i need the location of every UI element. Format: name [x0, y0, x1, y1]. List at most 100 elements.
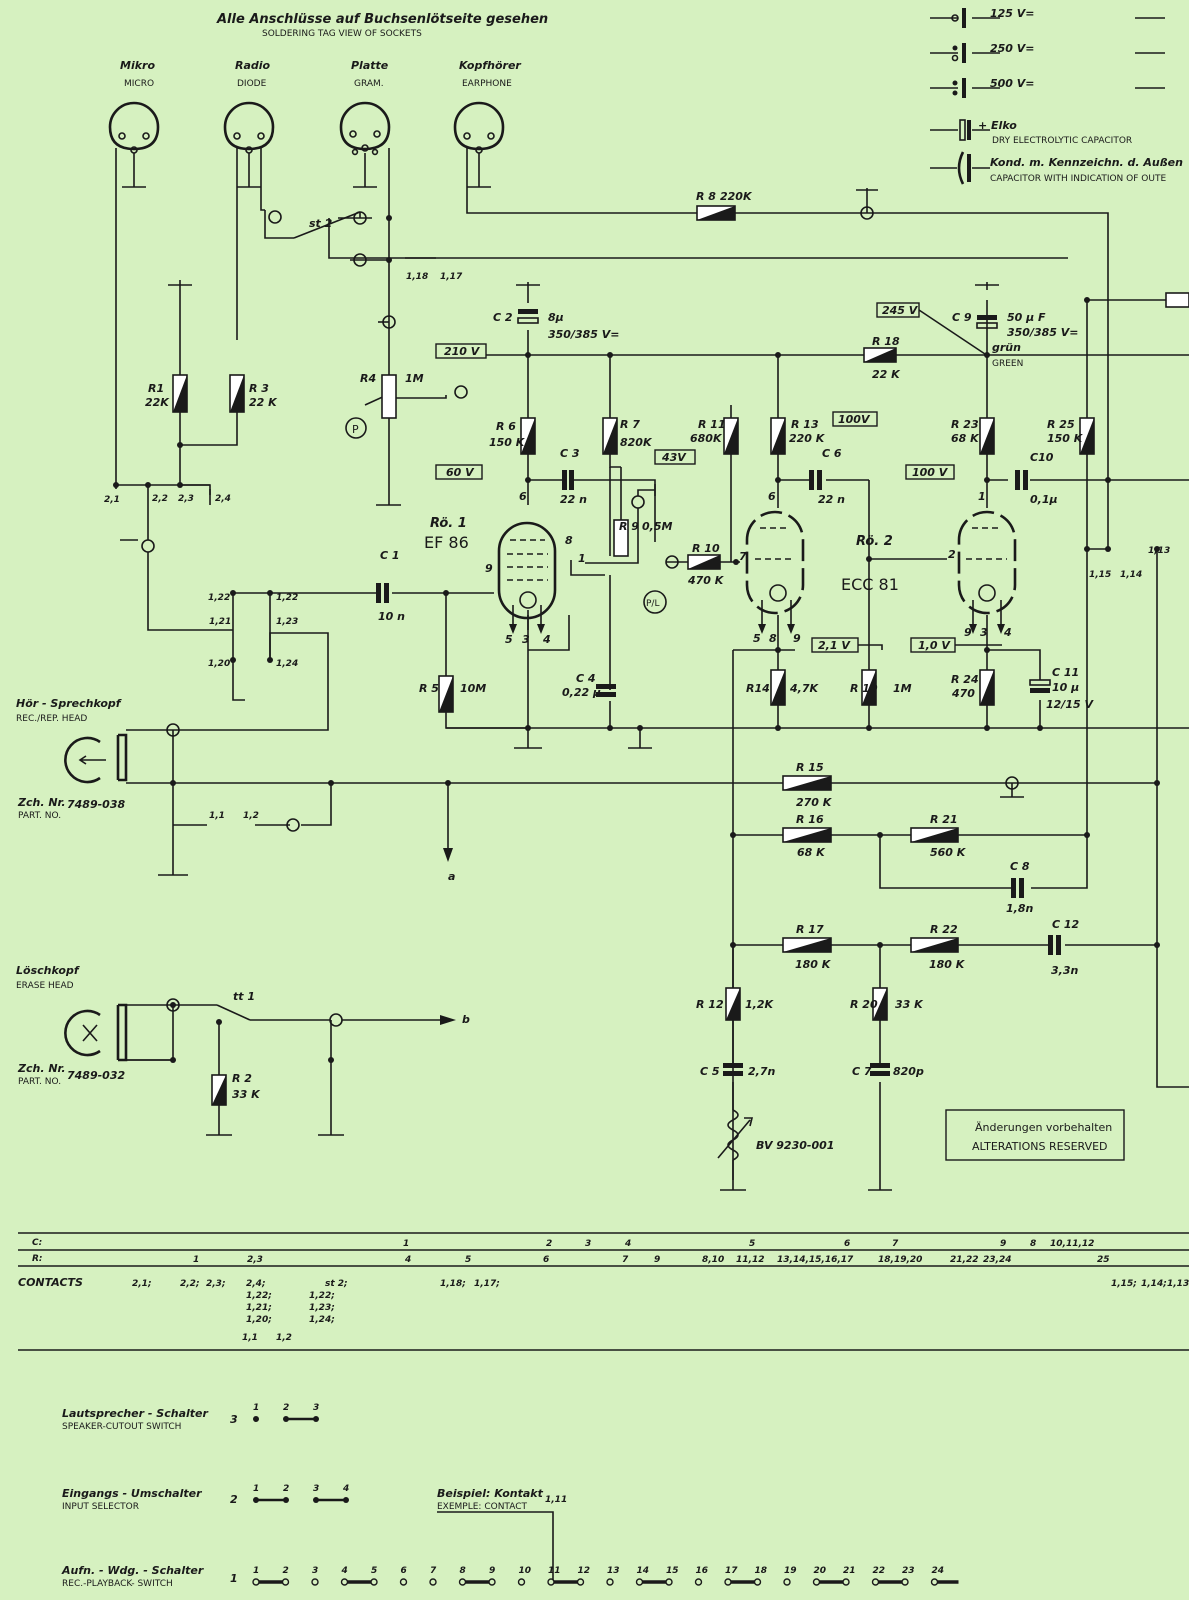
- svg-text:1,24;: 1,24;: [309, 1315, 335, 1325]
- svg-text:grün: grün: [992, 341, 1021, 354]
- svg-text:10 µ: 10 µ: [1052, 681, 1079, 694]
- rp-switch-contact-label: 19: [784, 1566, 797, 1576]
- svg-text:C:: C:: [32, 1238, 42, 1248]
- svg-text:8,10: 8,10: [702, 1255, 724, 1265]
- svg-text:1,17: 1,17: [440, 272, 463, 282]
- svg-text:GREEN: GREEN: [992, 359, 1023, 369]
- table-r-row: 1 2,3 4 5 6 7 9 8,10 11,12 13,14,15,16,1…: [193, 1255, 1110, 1265]
- svg-text:6: 6: [543, 1255, 549, 1265]
- svg-text:8: 8: [769, 632, 777, 645]
- svg-text:3: 3: [313, 1403, 319, 1413]
- erase-part-label-en: PART. NO.: [18, 1077, 61, 1087]
- rp-switch-contact: [724, 1578, 732, 1586]
- tube1-name: Rö. 1: [430, 516, 467, 531]
- svg-text:1,22: 1,22: [276, 593, 298, 603]
- svg-text:350/385 V=: 350/385 V=: [548, 328, 620, 341]
- svg-text:9: 9: [485, 562, 493, 575]
- svg-text:2,2;: 2,2;: [180, 1279, 200, 1289]
- svg-text:0,22 µ: 0,22 µ: [562, 686, 601, 699]
- erase-part-no: 7489-032: [67, 1069, 125, 1082]
- rec-part-label-en: PART. NO.: [18, 811, 61, 821]
- voltage-box-60: [435, 464, 483, 480]
- svg-text:680K: 680K: [690, 432, 723, 445]
- svg-text:1,20: 1,20: [208, 659, 230, 669]
- rp-switch-contact-label: 12: [578, 1566, 591, 1576]
- ground-icon: [975, 282, 999, 290]
- svg-text:9: 9: [654, 1255, 660, 1265]
- svg-text:R 19: R 19: [850, 682, 878, 695]
- svg-text:5: 5: [465, 1255, 471, 1265]
- svg-text:2: 2: [948, 548, 956, 561]
- legend-elko-en: DRY ELECTROLYTIC CAPACITOR: [992, 136, 1132, 146]
- voltage-43: 43V: [661, 451, 687, 464]
- svg-text:50 µ F: 50 µ F: [1007, 311, 1046, 324]
- rp-switch-contact-label: 10: [519, 1566, 532, 1576]
- svg-text:820K: 820K: [620, 436, 653, 449]
- rp-switch-contact-label: 1: [253, 1566, 259, 1576]
- rp-switch-contact: [783, 1578, 791, 1586]
- svg-text:2: 2: [546, 1239, 552, 1249]
- svg-text:2,4: 2,4: [215, 494, 231, 504]
- rp-switch-contact: [930, 1578, 939, 1586]
- svg-text:22 n: 22 n: [560, 493, 587, 506]
- erase-head-label: Löschkopf: [16, 964, 80, 977]
- svg-text:3,3n: 3,3n: [1051, 964, 1078, 977]
- pot-P-icon: [345, 417, 367, 439]
- svg-text:7: 7: [892, 1239, 899, 1249]
- svg-text:21,22: 21,22: [950, 1255, 978, 1265]
- svg-text:0,5M: 0,5M: [642, 520, 672, 533]
- rp-switch-contact-label: 18: [755, 1566, 768, 1576]
- input-selector-label: Eingangs - Umschalter: [62, 1487, 202, 1500]
- svg-text:1,24: 1,24: [276, 659, 298, 669]
- rp-switch-contact: [517, 1578, 526, 1586]
- rp-switch-contact-label: 23: [902, 1566, 915, 1576]
- svg-text:2,4;: 2,4;: [246, 1279, 266, 1289]
- capacitors: [376, 309, 1061, 1076]
- pot-PL-icon: [643, 590, 667, 614]
- svg-text:18,19,20: 18,19,20: [878, 1255, 922, 1265]
- svg-text:R 7: R 7: [620, 418, 640, 431]
- svg-text:1,21: 1,21: [209, 617, 231, 627]
- svg-text:R 22: R 22: [930, 923, 958, 936]
- svg-text:180 K: 180 K: [929, 958, 966, 971]
- svg-text:C 3: C 3: [560, 447, 580, 460]
- svg-text:C 8: C 8: [1010, 860, 1030, 873]
- legend-outer-en: CAPACITOR WITH INDICATION OF OUTE: [990, 174, 1166, 184]
- svg-text:st 2: st 2: [309, 217, 333, 230]
- svg-text:st 2;: st 2;: [325, 1279, 348, 1289]
- svg-text:b: b: [462, 1013, 470, 1026]
- svg-text:6: 6: [519, 490, 527, 503]
- svg-text:1M: 1M: [893, 682, 912, 695]
- rp-switch-contact-label: 24: [932, 1566, 945, 1576]
- legend-elko: + Elko: [978, 119, 1017, 132]
- rp-switch-contact-label: 15: [666, 1566, 679, 1576]
- rp-switch-contact-label: 7: [430, 1566, 437, 1576]
- svg-text:C 7: C 7: [852, 1065, 872, 1078]
- socket-label-radio: Radio: [235, 59, 271, 72]
- svg-text:R 23: R 23: [951, 418, 979, 431]
- svg-text:a: a: [448, 870, 455, 883]
- voltage-245: 245 V: [882, 304, 919, 317]
- socket-label-platte: Platte: [351, 59, 389, 72]
- svg-text:1,14: 1,14: [1120, 570, 1142, 580]
- socket-radio-icon: [223, 101, 275, 188]
- svg-text:BV 9230-001: BV 9230-001: [756, 1139, 834, 1152]
- svg-text:4,7K: 4,7K: [789, 682, 819, 695]
- svg-text:7: 7: [622, 1255, 629, 1265]
- svg-text:CONTACTS: CONTACTS: [18, 1276, 83, 1289]
- input-selector-num: 2: [230, 1493, 238, 1506]
- rp-switch-contact: [576, 1578, 585, 1586]
- header-title-de: Alle Anschlüsse auf Buchsenlötseite gese…: [216, 12, 548, 27]
- svg-text:22 n: 22 n: [818, 493, 845, 506]
- svg-text:1: 1: [978, 490, 986, 503]
- legend-250v: 250 V=: [990, 42, 1035, 55]
- svg-text:5: 5: [505, 633, 513, 646]
- svg-text:560 K: 560 K: [930, 846, 967, 859]
- rp-switch-contact: [488, 1578, 496, 1586]
- svg-text:3: 3: [980, 626, 988, 639]
- rp-switch-contact: [340, 1578, 349, 1586]
- svg-text:1: 1: [403, 1239, 409, 1249]
- legend: [930, 8, 1165, 185]
- socket-micro-icon: [108, 101, 160, 188]
